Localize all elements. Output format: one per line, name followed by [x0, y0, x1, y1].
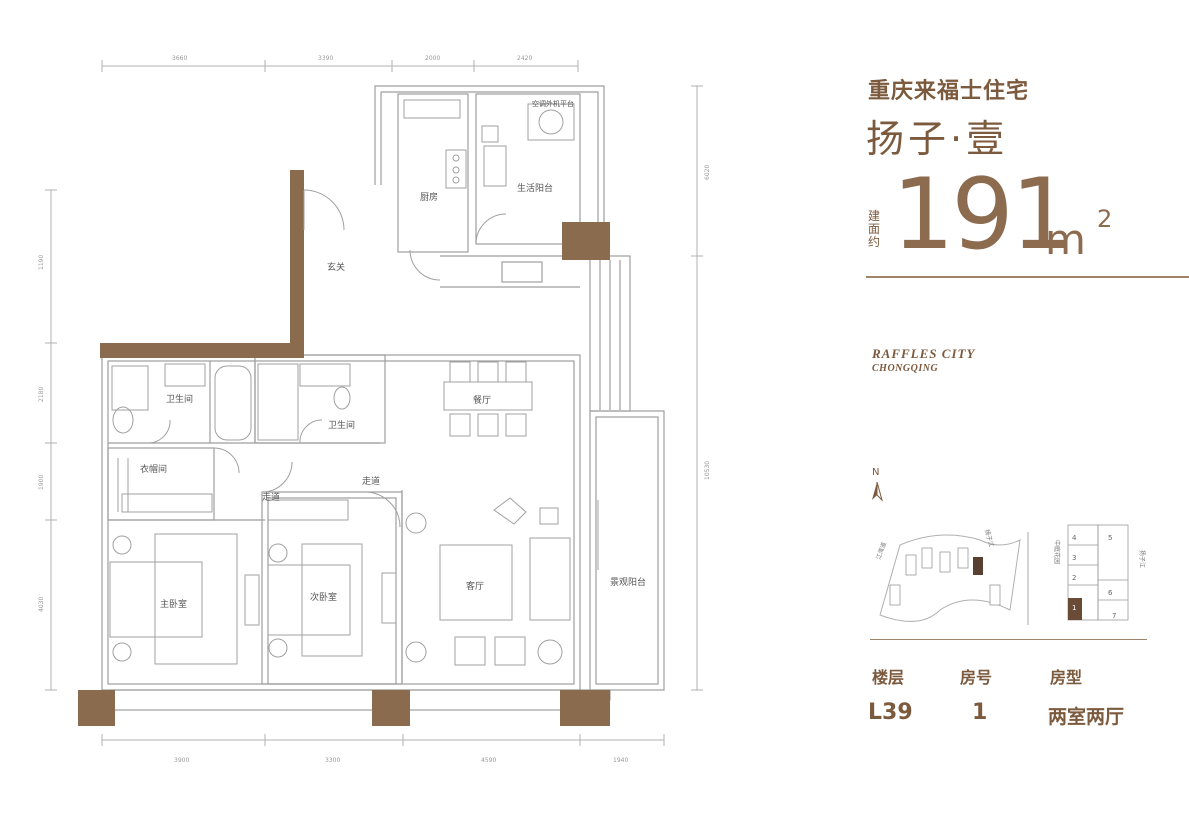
fixtures — [109, 99, 599, 666]
info-header-room: 房号 — [960, 668, 993, 687]
room-foyer: 玄关 — [327, 261, 345, 273]
area-superscript: 2 — [1097, 205, 1113, 233]
dim-top-4: 2420 — [517, 55, 532, 62]
highlighted-tower — [973, 557, 983, 575]
doors — [147, 189, 507, 528]
dim-right-2: 10530 — [704, 461, 711, 480]
tower-numbers: 4 3 2 1 5 6 7 — [1072, 534, 1116, 620]
unit-name: 扬子·壹 — [866, 117, 1009, 161]
info-value-floor: L39 — [868, 700, 913, 725]
room-utility-balcony: 生活阳台 — [517, 182, 553, 194]
room-labels: 厨房 空调外机平台 生活阳台 玄关 餐厅 卫生间 卫生间 衣帽间 走道 走道 客… — [140, 99, 646, 610]
site-outline — [879, 534, 1021, 622]
north-arrow-icon — [872, 482, 877, 500]
tower-number-6: 6 — [1108, 589, 1113, 597]
tower-number-2: 2 — [1072, 574, 1076, 582]
room-view-balcony: 景观阳台 — [610, 576, 646, 588]
room-kitchen: 厨房 — [420, 191, 438, 203]
area-label: 建面约 — [868, 209, 881, 249]
info-header-floor: 楼层 — [872, 668, 905, 687]
divider-top — [866, 276, 1189, 278]
area-value: 191 — [892, 158, 1073, 272]
dim-right-1: 6020 — [704, 165, 711, 180]
dim-bottom-2: 3300 — [325, 757, 340, 764]
room-bath2: 卫生间 — [328, 419, 355, 431]
info-header-type: 房型 — [1050, 668, 1083, 687]
dim-top-3: 2000 — [425, 55, 440, 62]
tower-number-1: 1 — [1072, 604, 1076, 612]
room-corridor: 走道 — [362, 475, 380, 487]
north-label: N — [872, 467, 879, 478]
tower-number-4: 4 — [1072, 534, 1077, 542]
room-dining: 餐厅 — [473, 394, 491, 406]
dim-top-2: 3390 — [318, 55, 333, 62]
site-label-4: 扬子江 — [1138, 550, 1146, 568]
area-unit: m — [1045, 215, 1086, 264]
site-label-1: 江湾道 — [874, 541, 888, 561]
dim-left-2: 2180 — [38, 387, 45, 402]
divider-bottom — [870, 639, 1147, 640]
dimension-lines — [45, 60, 703, 746]
dim-bottom-1: 3900 — [174, 757, 189, 764]
tower-number-5: 5 — [1108, 534, 1112, 542]
room-walkin: 衣帽间 — [140, 463, 167, 475]
room-second: 次卧室 — [310, 591, 337, 603]
room-bath1: 卫生间 — [166, 393, 193, 405]
site-label-2: 扬子江 — [983, 528, 995, 547]
dimension-texts: 3660 3390 2000 2420 3900 3300 4590 1940 … — [38, 55, 711, 764]
dim-bottom-4: 1940 — [613, 757, 628, 764]
floor-plan: 3660 3390 2000 2420 3900 3300 4590 1940 … — [38, 55, 711, 764]
site-label-3: 中庭花园 — [1053, 540, 1061, 564]
brand-line-2: CHONGQING — [872, 363, 939, 374]
info-value-type: 两室两厅 — [1048, 706, 1125, 728]
tower-number-3: 3 — [1072, 554, 1076, 562]
site-towers — [889, 547, 1001, 606]
dim-bottom-3: 4590 — [481, 757, 496, 764]
site-map: N 江湾道 扬子江 4 3 2 1 5 6 7 中庭花园 扬子江 — [872, 467, 1146, 625]
highlighted-unit — [1068, 598, 1082, 620]
dim-top-1: 3660 — [172, 55, 187, 62]
structural-walls — [78, 170, 610, 726]
room-living: 客厅 — [466, 580, 484, 592]
tower-number-7: 7 — [1112, 612, 1116, 620]
room-corridor2: 走道 — [262, 491, 280, 503]
dim-left-3: 1900 — [38, 475, 45, 490]
thin-walls — [101, 85, 665, 711]
dim-left-1: 1190 — [38, 255, 45, 270]
dim-left-4: 4030 — [38, 597, 45, 612]
room-master: 主卧室 — [160, 598, 187, 610]
tower-plan — [1067, 524, 1129, 621]
brand-line-1: RAFFLES CITY — [872, 346, 976, 361]
room-ac-platform: 空调外机平台 — [532, 99, 574, 108]
info-value-room: 1 — [972, 700, 988, 725]
project-title: 重庆来福士住宅 — [868, 79, 1030, 104]
